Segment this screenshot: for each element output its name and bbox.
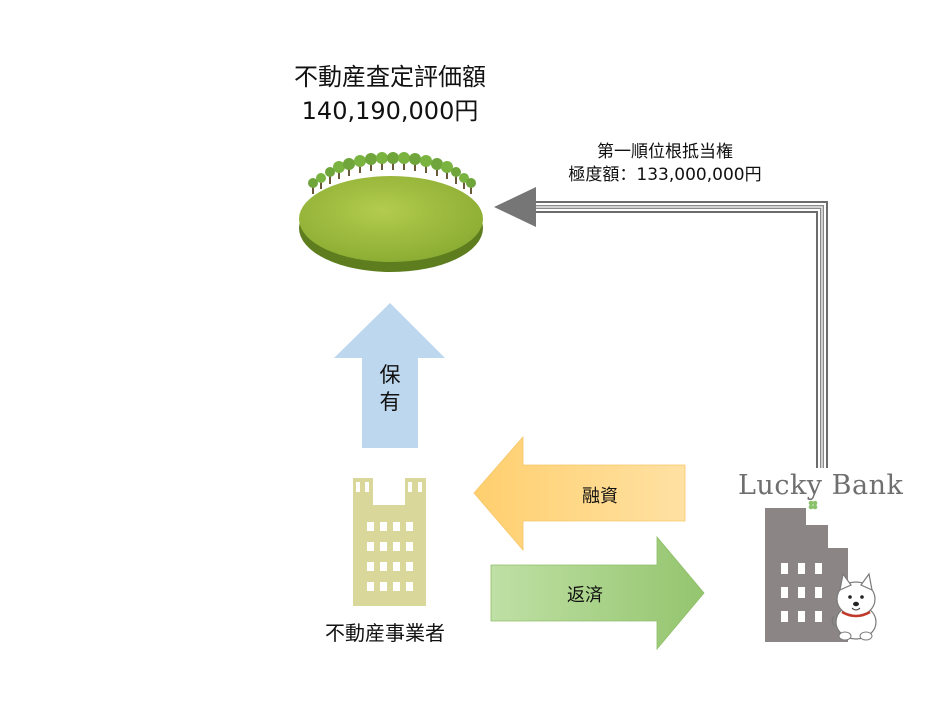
- hold-label: 保 有: [376, 362, 404, 416]
- tree-row: [308, 152, 476, 194]
- hold-label-char-1: 保: [379, 363, 401, 387]
- borrower-label: 不動産事業者: [325, 621, 445, 645]
- lender-brand-logo: Lucky Bank: [738, 470, 904, 501]
- lien-limit: 極度額：133,000,000円: [568, 165, 762, 185]
- valuation-block: 不動産査定評価額 140,190,000円: [250, 60, 530, 128]
- repayment-arrow: [490, 535, 705, 651]
- loan-label: 融資: [582, 486, 618, 507]
- land-parcel-icon: [299, 152, 483, 272]
- dog-mascot-icon: [831, 572, 877, 641]
- valuation-title: 不動産査定評価額: [294, 63, 486, 91]
- loan-arrow: [473, 435, 686, 552]
- lien-label: 第一順位根抵当権 極度額：133,000,000円: [540, 141, 790, 187]
- borrower-building-icon: [353, 478, 426, 606]
- valuation-amount: 140,190,000円: [301, 97, 479, 125]
- clover-icon: [808, 500, 818, 510]
- lien-arrow: [494, 187, 828, 468]
- bank-building-icon: [765, 500, 848, 642]
- hold-arrow: [334, 303, 445, 448]
- lien-title: 第一順位根抵当権: [597, 142, 733, 162]
- repayment-label: 返済: [567, 585, 603, 606]
- hold-label-char-2: 有: [379, 390, 401, 414]
